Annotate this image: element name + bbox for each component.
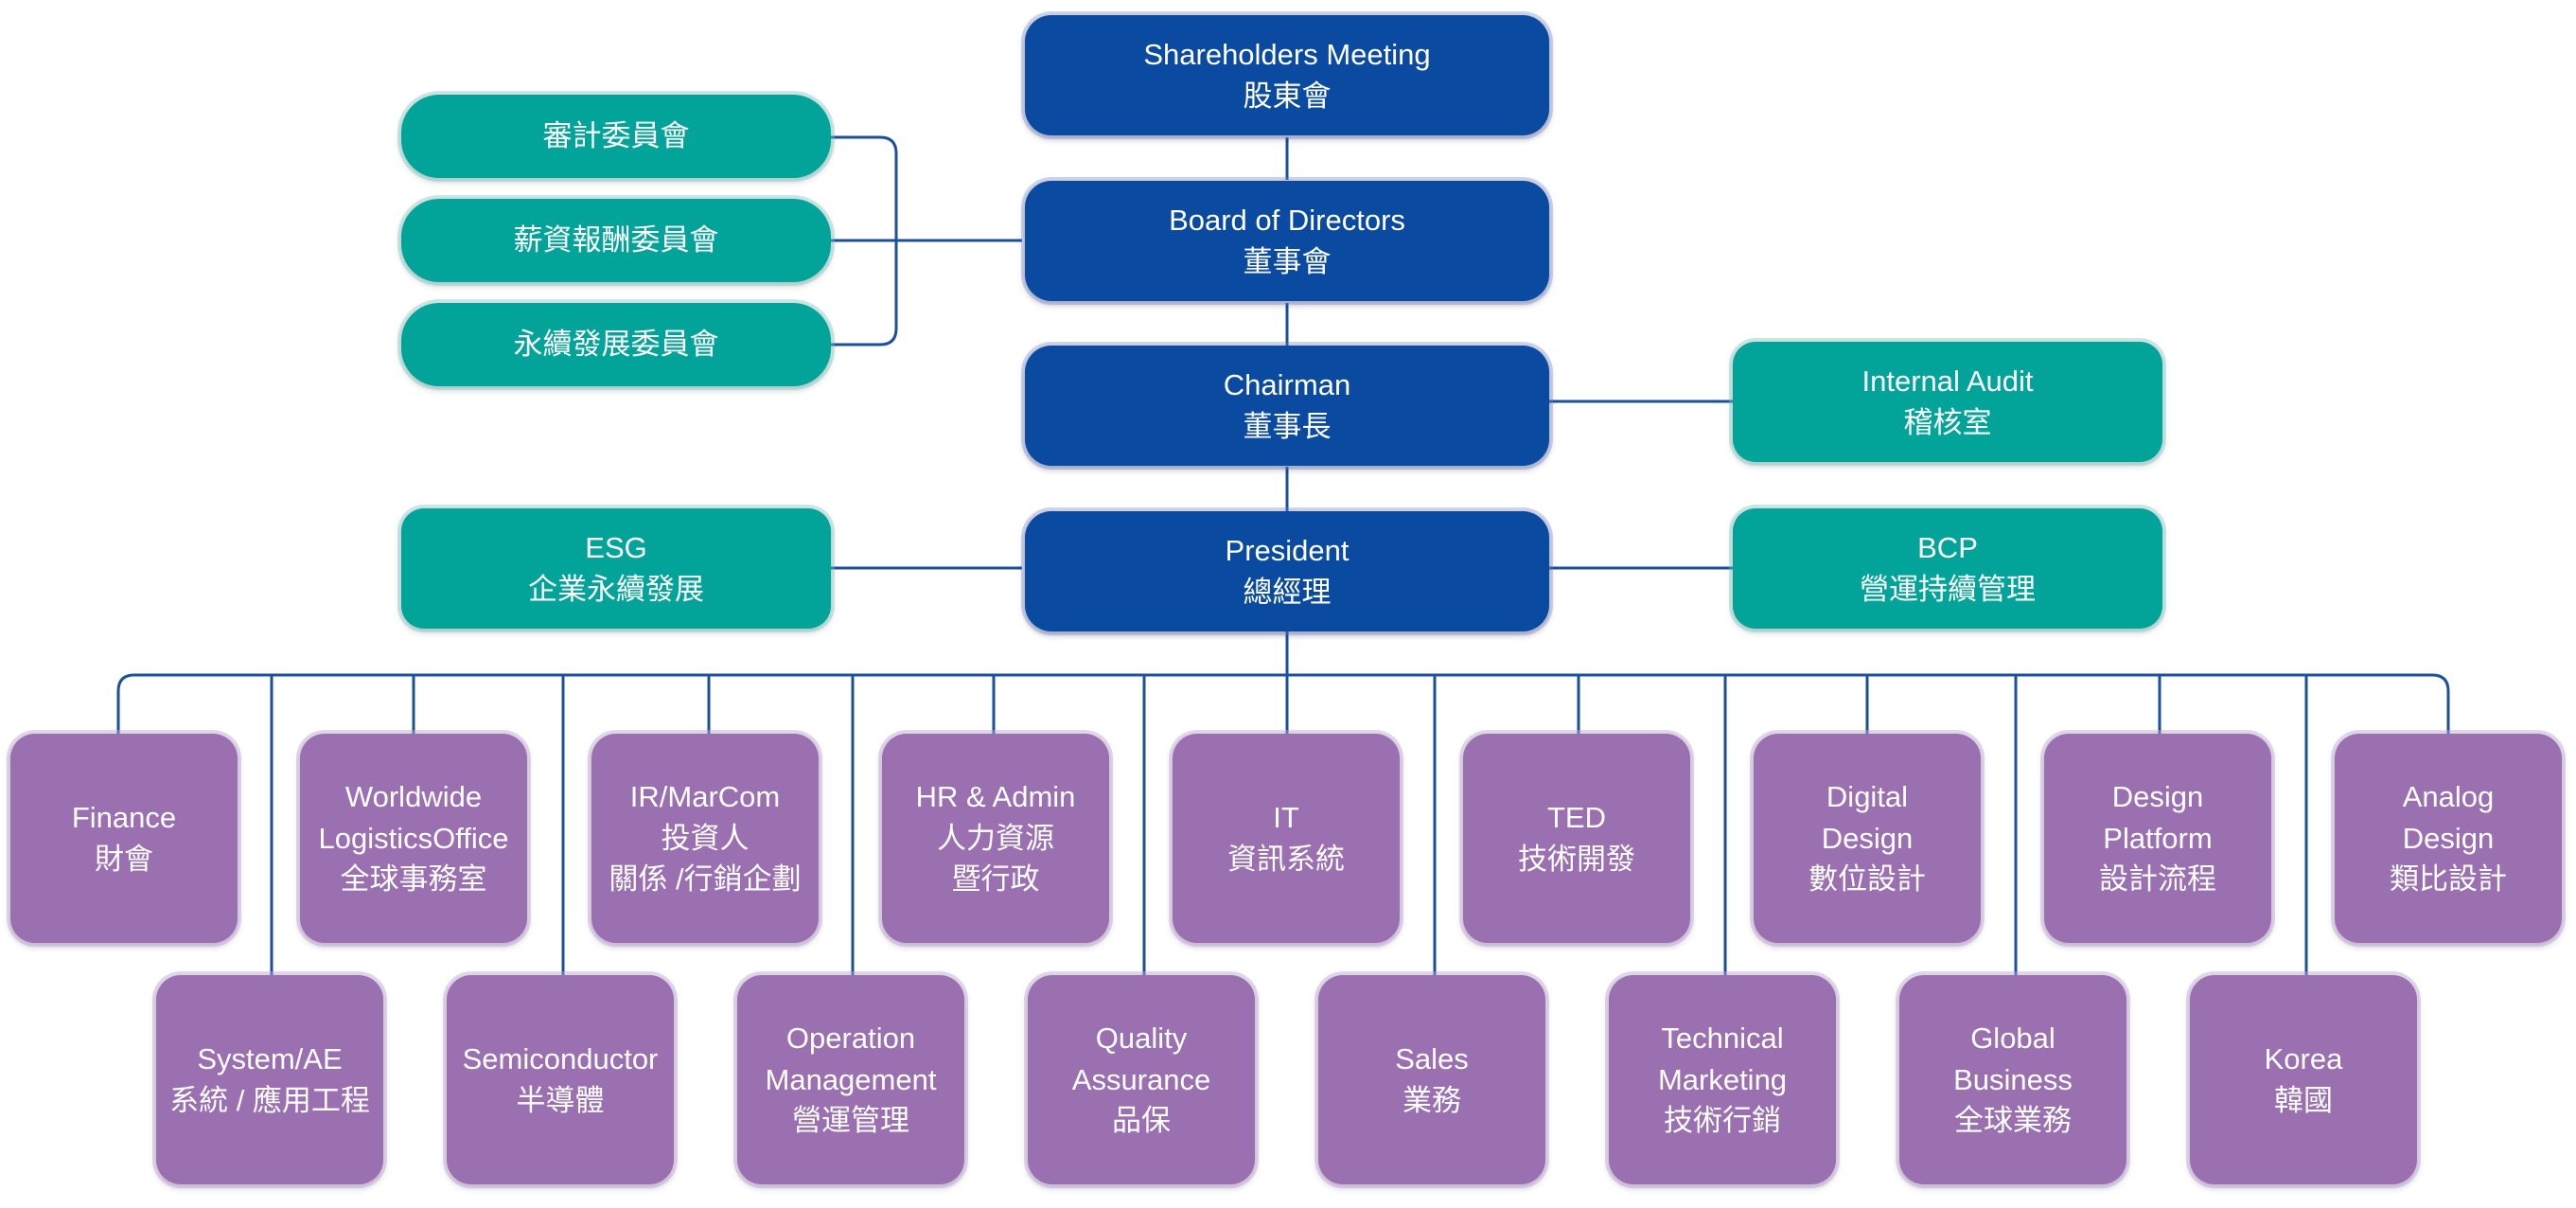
dept-worldwide-logistics: Worldwide LogisticsOffice 全球事務室 [300, 734, 527, 943]
dept-hr-admin-line2: 人力資源 [937, 821, 1054, 855]
compensation-committee-box: 薪資報酬委員會 [401, 199, 831, 282]
dept-semiconductor: Semiconductor 半導體 [447, 975, 674, 1184]
chairman-en: Chairman [1223, 368, 1351, 402]
dept-design-platform-line2: Platform [2103, 821, 2213, 855]
internal-audit-en: Internal Audit [1861, 364, 2034, 399]
dept-technical-marketing-line3: 技術行銷 [1664, 1104, 1781, 1138]
dept-ir-marcom-line2: 投資人 [661, 821, 750, 855]
shareholders-meeting-zh: 股東會 [1243, 79, 1332, 113]
dept-design-platform-line1: Design [2111, 780, 2204, 814]
dept-worldwide-logistics-line2: LogisticsOffice [318, 821, 509, 855]
dept-analog-design: Analog Design 類比設計 [2335, 734, 2562, 943]
dept-korea-line1: Korea [2264, 1042, 2343, 1076]
dept-quality-assurance-line3: 品保 [1112, 1104, 1171, 1138]
dept-worldwide-logistics-line3: 全球事務室 [340, 862, 487, 897]
dept-ted-line2: 技術開發 [1518, 842, 1635, 876]
dept-system-ae-line1: System/AE [197, 1042, 343, 1076]
president-en: President [1225, 534, 1350, 568]
dept-hr-admin: HR & Admin 人力資源 暨行政 [882, 734, 1109, 943]
dept-global-business-line2: Business [1953, 1062, 2073, 1096]
president-zh: 總經理 [1243, 575, 1332, 609]
bcp-en: BCP [1917, 531, 1978, 565]
department-bus [116, 673, 2450, 734]
sustainability-committee-label: 永續發展委員會 [513, 328, 719, 362]
dept-ir-marcom-line3: 關係 /行銷企劃 [609, 862, 802, 897]
dept-digital-design: Digital Design 數位設計 [1754, 734, 1981, 943]
esg-box: ESG 企業永續發展 [401, 508, 831, 629]
dept-ir-marcom-line1: IR/MarCom [629, 780, 781, 814]
dept-analog-design-line1: Analog [2402, 780, 2495, 814]
dept-sales-line1: Sales [1395, 1042, 1469, 1076]
dept-semiconductor-line1: Semiconductor [462, 1042, 659, 1076]
dept-global-business-line1: Global [1970, 1021, 2056, 1056]
dept-digital-design-line3: 數位設計 [1808, 862, 1926, 897]
dept-operation-management-line1: Operation [785, 1021, 916, 1056]
dept-korea-line2: 韓國 [2274, 1083, 2333, 1117]
dept-technical-marketing-line2: Marketing [1657, 1062, 1788, 1096]
internal-audit-zh: 稽核室 [1903, 405, 1992, 439]
esg-zh: 企業永續發展 [528, 572, 704, 606]
dept-global-business: Global Business 全球業務 [1899, 975, 2126, 1184]
dept-hr-admin-line3: 暨行政 [951, 862, 1040, 897]
president-box: President 總經理 [1025, 511, 1549, 631]
dept-analog-design-line3: 類比設計 [2390, 862, 2507, 897]
dept-operation-management: Operation Management 營運管理 [737, 975, 964, 1184]
dept-ted-line1: TED [1547, 801, 1606, 835]
dept-finance: Finance 財會 [10, 734, 238, 943]
dept-worldwide-logistics-line1: Worldwide [344, 780, 483, 814]
shareholders-meeting-box: Shareholders Meeting 股東會 [1025, 15, 1549, 135]
dept-ir-marcom: IR/MarCom 投資人 關係 /行銷企劃 [591, 734, 819, 943]
dept-system-ae: System/AE 系統 / 應用工程 [156, 975, 383, 1184]
dept-finance-line1: Finance [71, 801, 177, 835]
dept-technical-marketing-line1: Technical [1661, 1021, 1784, 1056]
audit-committee-box: 審計委員會 [401, 95, 831, 178]
dept-ted: TED 技術開發 [1463, 734, 1690, 943]
compensation-committee-label: 薪資報酬委員會 [513, 223, 719, 258]
dept-it-line2: 資訊系統 [1227, 842, 1345, 876]
board-of-directors-box: Board of Directors 董事會 [1025, 181, 1549, 301]
bcp-zh: 營運持續管理 [1860, 572, 2036, 606]
board-of-directors-en: Board of Directors [1169, 204, 1405, 238]
dept-quality-assurance-line1: Quality [1095, 1021, 1188, 1056]
dept-semiconductor-line2: 半導體 [516, 1083, 605, 1117]
shareholders-meeting-en: Shareholders Meeting [1143, 38, 1431, 72]
dept-design-platform: Design Platform 設計流程 [2044, 734, 2271, 943]
dept-technical-marketing: Technical Marketing 技術行銷 [1609, 975, 1836, 1184]
dept-hr-admin-line1: HR & Admin [915, 780, 1076, 814]
dept-operation-management-line3: 營運管理 [792, 1104, 909, 1138]
dept-digital-design-line2: Design [1821, 821, 1914, 855]
esg-en: ESG [585, 531, 647, 565]
dept-system-ae-line2: 系統 / 應用工程 [169, 1083, 370, 1117]
audit-committee-label: 審計委員會 [542, 119, 690, 153]
dept-global-business-line3: 全球業務 [1954, 1104, 2072, 1138]
dept-finance-line2: 財會 [95, 842, 153, 876]
board-of-directors-zh: 董事會 [1243, 244, 1332, 278]
dept-operation-management-line2: Management [765, 1062, 937, 1096]
dept-analog-design-line2: Design [2402, 821, 2495, 855]
dept-digital-design-line1: Digital [1826, 780, 1909, 814]
internal-audit-box: Internal Audit 稽核室 [1733, 342, 2162, 462]
bcp-box: BCP 營運持續管理 [1733, 508, 2162, 629]
dept-design-platform-line3: 設計流程 [2099, 862, 2216, 897]
dept-quality-assurance-line2: Assurance [1071, 1062, 1211, 1096]
dept-sales-line2: 業務 [1403, 1083, 1461, 1117]
dept-sales: Sales 業務 [1318, 975, 1545, 1184]
chairman-zh: 董事長 [1243, 409, 1332, 443]
sustainability-committee-box: 永續發展委員會 [401, 303, 831, 386]
chairman-box: Chairman 董事長 [1025, 346, 1549, 466]
dept-quality-assurance: Quality Assurance 品保 [1028, 975, 1255, 1184]
dept-it-line1: IT [1273, 801, 1299, 835]
dept-it: IT 資訊系統 [1173, 734, 1400, 943]
dept-korea: Korea 韓國 [2190, 975, 2417, 1184]
